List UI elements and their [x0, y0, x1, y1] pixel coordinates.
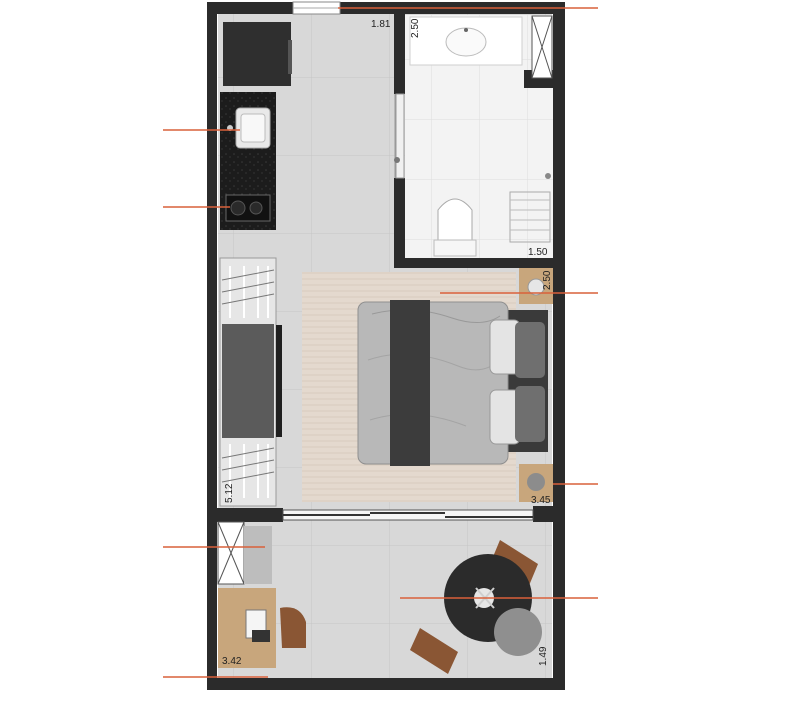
dimension-label: 1.81 — [371, 19, 391, 30]
kitchen-counter — [220, 92, 276, 230]
bed — [357, 300, 548, 466]
balcony-door — [282, 509, 534, 521]
bathroom-fixtures — [395, 15, 553, 257]
dimension-label: 2.50 — [542, 270, 553, 290]
leader-lines — [163, 7, 598, 678]
dimension-label: 3.45 — [531, 495, 551, 506]
wardrobe — [219, 257, 282, 507]
bathroom-door — [394, 94, 400, 178]
dimension-label: 5.12 — [224, 483, 235, 503]
dining-set — [410, 540, 542, 674]
fridge — [223, 22, 292, 86]
dimension-label: 3.42 — [222, 656, 242, 667]
nightstands — [519, 268, 553, 502]
top-window — [292, 1, 341, 15]
dimension-label: 1.50 — [528, 247, 548, 258]
balcony-furniture — [217, 521, 306, 668]
dimension-label: 1.49 — [538, 646, 549, 666]
dimension-label: 2.50 — [410, 18, 421, 38]
